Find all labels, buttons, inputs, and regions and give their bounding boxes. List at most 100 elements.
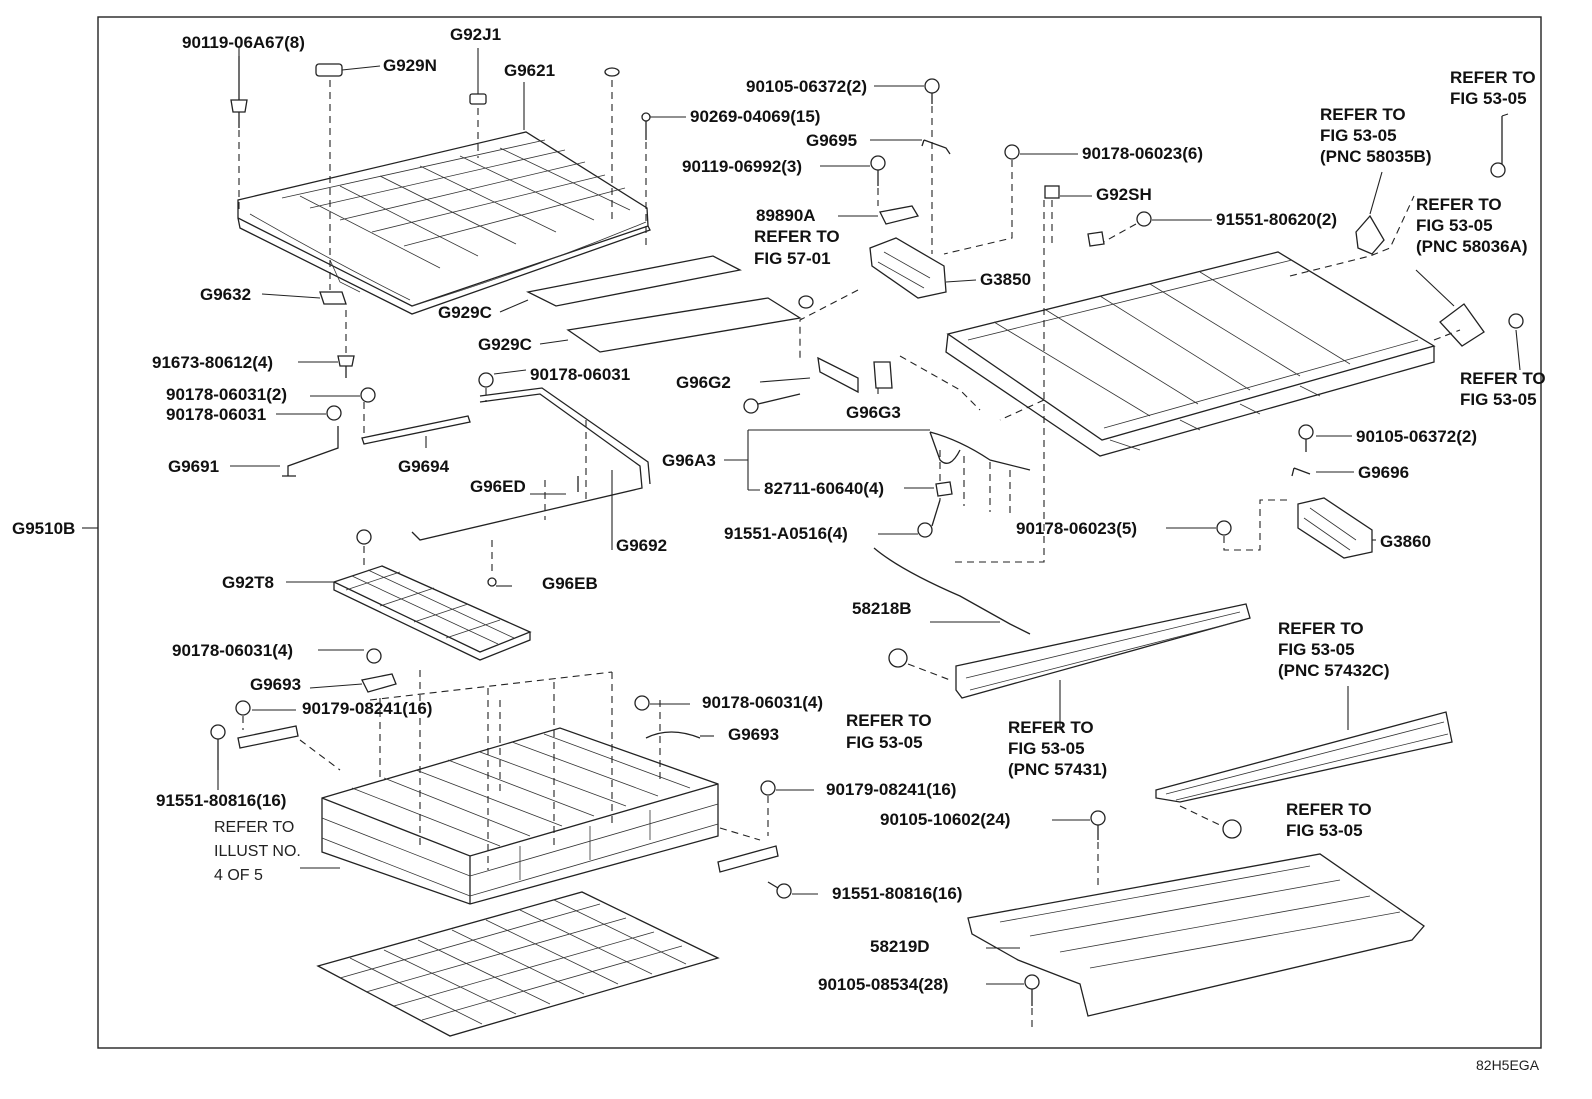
label-g9693-b[interactable]: G9693: [728, 725, 779, 744]
tray-g92t8[interactable]: [332, 565, 532, 661]
bolt-refer-top[interactable]: [1490, 116, 1506, 178]
refer-note-fig57-01[interactable]: REFER TO FIG 57-01: [754, 227, 840, 268]
label-91551-80816-b[interactable]: 91551-80816(16): [832, 884, 962, 903]
refer-note-illust[interactable]: REFER TO ILLUST NO. 4 OF 5: [214, 819, 301, 884]
battery-module-stack[interactable]: [321, 727, 719, 905]
frame-g9692[interactable]: [411, 387, 651, 541]
bracket-82711[interactable]: [935, 481, 953, 497]
label-90178-06023-6[interactable]: 90178-06023(6): [1082, 144, 1203, 163]
nut-90179-08241-a[interactable]: [235, 700, 251, 716]
label-g3850[interactable]: G3850: [980, 270, 1031, 289]
connector-g3850[interactable]: [869, 237, 947, 299]
clip-g9695[interactable]: [921, 139, 951, 155]
plug-small[interactable]: [604, 67, 620, 77]
nut-90178-06031-c[interactable]: [478, 372, 494, 388]
label-90105-06372-b[interactable]: 90105-06372(2): [1356, 427, 1477, 446]
bushing-refer-b[interactable]: [1222, 819, 1242, 839]
bracket-g96g2[interactable]: [817, 356, 859, 394]
sheet-g929c-1[interactable]: [526, 255, 742, 307]
label-g9621[interactable]: G9621: [504, 61, 555, 80]
label-90178-06031-4b[interactable]: 90178-06031(4): [702, 693, 823, 712]
busbar-left[interactable]: [237, 725, 299, 749]
label-89890a[interactable]: 89890A: [756, 206, 816, 225]
label-90105-08534[interactable]: 90105-08534(28): [818, 975, 948, 994]
bracket-g9632[interactable]: [319, 291, 347, 305]
refer-note-58036a[interactable]: REFER TO FIG 53-05 (PNC 58036A): [1416, 195, 1528, 256]
label-90178-06031-a[interactable]: 90178-06031: [166, 405, 266, 424]
bolt-91551-80816-a[interactable]: [210, 724, 226, 770]
bushing-refer-a[interactable]: [888, 648, 908, 668]
bolt-90105-10602[interactable]: [1090, 810, 1106, 840]
label-g96eb[interactable]: G96EB: [542, 574, 598, 593]
bolt-90119-06992[interactable]: [870, 155, 886, 186]
connector-g3860[interactable]: [1297, 497, 1373, 559]
nut-90178-06031-e[interactable]: [634, 695, 650, 711]
refer-note-58035b[interactable]: REFER TO FIG 53-05 (PNC 58035B): [1320, 105, 1432, 166]
label-91673-80612[interactable]: 91673-80612(4): [152, 353, 273, 372]
label-g9632[interactable]: G9632: [200, 285, 251, 304]
bolt-90105-06372-a[interactable]: [924, 78, 940, 104]
nut-90179-08241-b[interactable]: [760, 780, 776, 796]
label-g9691[interactable]: G9691: [168, 457, 219, 476]
label-90178-06031-2[interactable]: 90178-06031(2): [166, 385, 287, 404]
label-g96a3[interactable]: G96A3: [662, 451, 716, 470]
label-g929c-2[interactable]: G929C: [478, 335, 532, 354]
label-90119-06992[interactable]: 90119-06992(3): [682, 157, 802, 176]
sheet-g929c-2[interactable]: [566, 297, 802, 353]
upper-cover[interactable]: [237, 131, 651, 315]
bolt-91673-80612[interactable]: [337, 355, 355, 378]
label-90269-04069[interactable]: 90269-04069(15): [690, 107, 820, 126]
label-g929c-1[interactable]: G929C: [438, 303, 492, 322]
floor-panel-58219d[interactable]: [967, 853, 1425, 1017]
label-82711-60640[interactable]: 82711-60640(4): [764, 479, 884, 498]
cross-member-57431[interactable]: [955, 603, 1251, 699]
grommet[interactable]: [798, 295, 814, 309]
nut-90178-06023-a[interactable]: [1004, 144, 1020, 160]
label-g92t8[interactable]: G92T8: [222, 573, 274, 592]
label-91551-a0516[interactable]: 91551-A0516(4): [724, 524, 848, 543]
bolt-g96g2[interactable]: [743, 393, 801, 414]
bolt-g96eb[interactable]: [487, 577, 497, 587]
label-90178-06031-b[interactable]: 90178-06031: [530, 365, 630, 384]
cable-58218b[interactable]: [873, 547, 1031, 635]
battery-case-frame[interactable]: [945, 251, 1436, 457]
bolt-90105-06372-b[interactable]: [1298, 424, 1314, 452]
label-g96g3[interactable]: G96G3: [846, 403, 901, 422]
refer-note-right-mid[interactable]: REFER TO FIG 53-05: [1460, 369, 1546, 409]
bracket-refer-58035b[interactable]: [1355, 214, 1385, 255]
nut-90178-06031-a[interactable]: [360, 387, 376, 403]
label-g92sh[interactable]: G92SH: [1096, 185, 1152, 204]
label-58218b[interactable]: 58218B: [852, 599, 912, 618]
bracket-g9693-a[interactable]: [361, 673, 397, 693]
label-g9694[interactable]: G9694: [398, 457, 450, 476]
nut-tray[interactable]: [356, 529, 372, 545]
label-g9695[interactable]: G9695: [806, 131, 857, 150]
nut-90178-06023-b[interactable]: [1216, 520, 1232, 536]
label-g9696[interactable]: G9696: [1358, 463, 1409, 482]
label-91551-80816-a[interactable]: 91551-80816(16): [156, 791, 286, 810]
label-g9693-a[interactable]: G9693: [250, 675, 301, 694]
label-g3860[interactable]: G3860: [1380, 532, 1431, 551]
busbar-right[interactable]: [717, 845, 779, 873]
bracket-refer-58036a[interactable]: [1439, 303, 1524, 347]
clip-g9696[interactable]: [1291, 467, 1311, 477]
module-89890a[interactable]: [879, 205, 920, 225]
refer-note-57432c[interactable]: REFER TO FIG 53-05 (PNC 57432C): [1278, 619, 1390, 680]
label-g929n[interactable]: G929N: [383, 56, 437, 75]
label-g92j1[interactable]: G92J1: [450, 25, 501, 44]
refer-note-bushing-left[interactable]: REFER TO FIG 53-05: [846, 711, 932, 752]
label-g9692[interactable]: G9692: [616, 536, 667, 555]
label-90179-08241-b[interactable]: 90179-08241(16): [826, 780, 956, 799]
nut-90178-06031-b[interactable]: [326, 405, 342, 421]
bolt-91551-a0516[interactable]: [917, 499, 941, 538]
refer-note-top-right[interactable]: REFER TO FIG 53-05: [1450, 68, 1536, 108]
clip-g96g3[interactable]: [873, 361, 893, 389]
nut-90178-06031-d[interactable]: [366, 648, 382, 664]
wire-g9693-b[interactable]: [645, 731, 701, 739]
bolt-90105-08534[interactable]: [1024, 974, 1040, 1006]
label-90178-06031-4a[interactable]: 90178-06031(4): [172, 641, 293, 660]
main-assembly-label[interactable]: G9510B: [12, 519, 75, 538]
plug-g92sh[interactable]: [1044, 185, 1060, 199]
label-90119-06a67[interactable]: 90119-06A67(8): [182, 33, 305, 52]
label-90178-06023-5[interactable]: 90178-06023(5): [1016, 519, 1137, 538]
